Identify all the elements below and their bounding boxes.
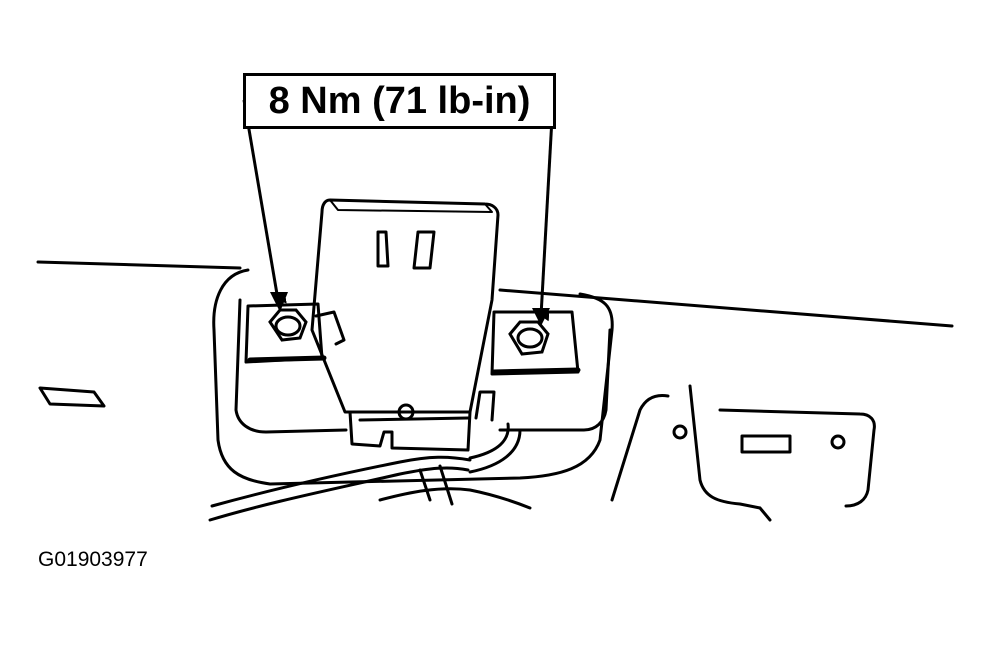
module-slot-left xyxy=(376,230,390,268)
wire-branch xyxy=(378,487,532,510)
panel-hole-right xyxy=(830,434,846,450)
panel-edge-line xyxy=(36,260,954,328)
module-body xyxy=(310,198,500,414)
panel-hole-left xyxy=(672,424,688,440)
arrow-down-icon xyxy=(539,99,555,322)
panel-slot-left xyxy=(38,386,106,408)
wire-harness-left xyxy=(208,466,470,522)
mounting-pad-outline xyxy=(212,268,614,486)
figure-id: G01903977 xyxy=(38,548,148,571)
module-connector xyxy=(348,410,472,452)
left-bracket-tab xyxy=(314,310,346,346)
arrow-down-icon xyxy=(242,99,287,304)
mounting-pad-inner-right xyxy=(498,328,612,432)
right-panel-structure xyxy=(610,384,876,522)
wire-harness-right xyxy=(468,422,522,474)
bolt-icon xyxy=(508,320,550,356)
panel-slot-right xyxy=(740,434,792,454)
module-slot-right xyxy=(412,230,436,270)
mounting-pad-inner xyxy=(234,298,348,434)
torque-spec-label: 8 Nm (71 lb-in) xyxy=(243,73,556,129)
module-top-face xyxy=(329,199,493,213)
bolt-icon xyxy=(268,308,308,342)
